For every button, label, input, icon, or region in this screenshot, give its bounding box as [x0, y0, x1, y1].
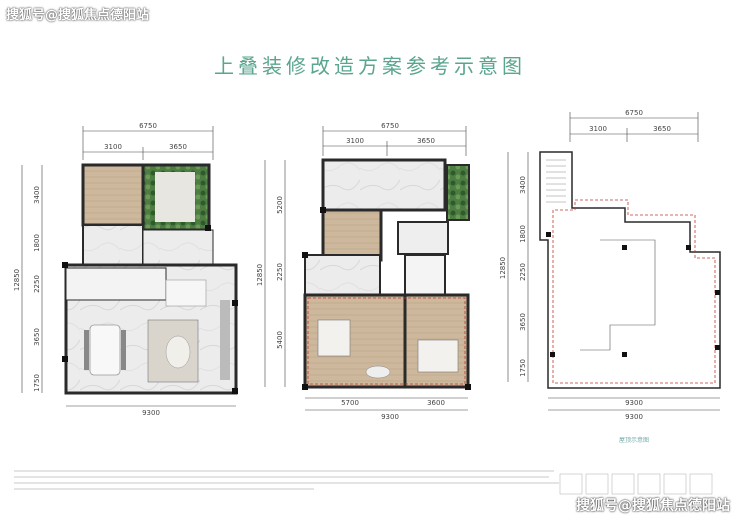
plan2-left-dim-2: 5400 [276, 331, 284, 349]
plan3-bottom-total: 9300 [625, 413, 643, 421]
plan2-top-a: 3100 [346, 137, 364, 145]
fine-print-line [14, 474, 574, 480]
plan2-bottom-a: 5700 [341, 399, 359, 407]
watermark-top: 搜狐号@搜狐焦点德阳站 [6, 8, 150, 23]
plan3-top-total: 6750 [625, 109, 643, 117]
plan1-top-total: 6750 [139, 122, 157, 130]
plan1-left-dim-2: 2250 [33, 275, 41, 293]
plan2-bottom-b: 3600 [427, 399, 445, 407]
plan-1: 6750 3100 3650 12850 3400 1800 2250 3650… [13, 122, 238, 417]
plan2-top-total: 6750 [381, 122, 399, 130]
fine-print-line [14, 480, 574, 486]
plan1-left-total: 12850 [13, 269, 21, 291]
fine-print-notes [14, 468, 574, 492]
plan3-left-total: 12850 [499, 257, 507, 279]
plan2-bottom-total: 9300 [381, 413, 399, 421]
plan2-left-total: 12850 [256, 264, 264, 286]
watermark-bottom: 搜狐号@搜狐焦点德阳站 [576, 498, 730, 514]
plan3-left-dim-3: 3650 [519, 313, 527, 331]
plan1-left-dim-0: 3400 [33, 186, 41, 204]
plan2-left-dim-0: 5200 [276, 196, 284, 214]
plan3-top-a: 3100 [589, 125, 607, 133]
plan3-left-dim-0: 3400 [519, 176, 527, 194]
plan3-left-dim-4: 1750 [519, 359, 527, 377]
plan1-left-dim-1: 1800 [33, 234, 41, 252]
plan3-left-dim-1: 1800 [519, 225, 527, 243]
page-title: 上叠装修改造方案参考示意图 [214, 54, 526, 78]
plan3-caption: 屋顶示意图 [619, 436, 649, 444]
plan1-left-dim-3: 3650 [33, 328, 41, 346]
fine-print-line [14, 468, 574, 474]
plan-3: 6750 3100 3650 12850 3400 1800 2250 3650… [499, 109, 721, 444]
plan2-left-dim-1: 2250 [276, 263, 284, 281]
plan1-top-a: 3100 [104, 143, 122, 151]
plan3-bottom-a: 9300 [625, 399, 643, 407]
plan1-left-dim-4: 1750 [33, 374, 41, 392]
plan1-top-b: 3650 [169, 143, 187, 151]
plan-2: 6750 3100 3650 12850 5200 2250 5400 570 [256, 122, 471, 421]
site-thumbnail [559, 473, 713, 495]
plan1-bottom-total: 9300 [142, 409, 160, 417]
plan3-top-b: 3650 [653, 125, 671, 133]
plan2-top-b: 3650 [417, 137, 435, 145]
plan3-left-dim-2: 2250 [519, 263, 527, 281]
fine-print-line [14, 486, 574, 492]
